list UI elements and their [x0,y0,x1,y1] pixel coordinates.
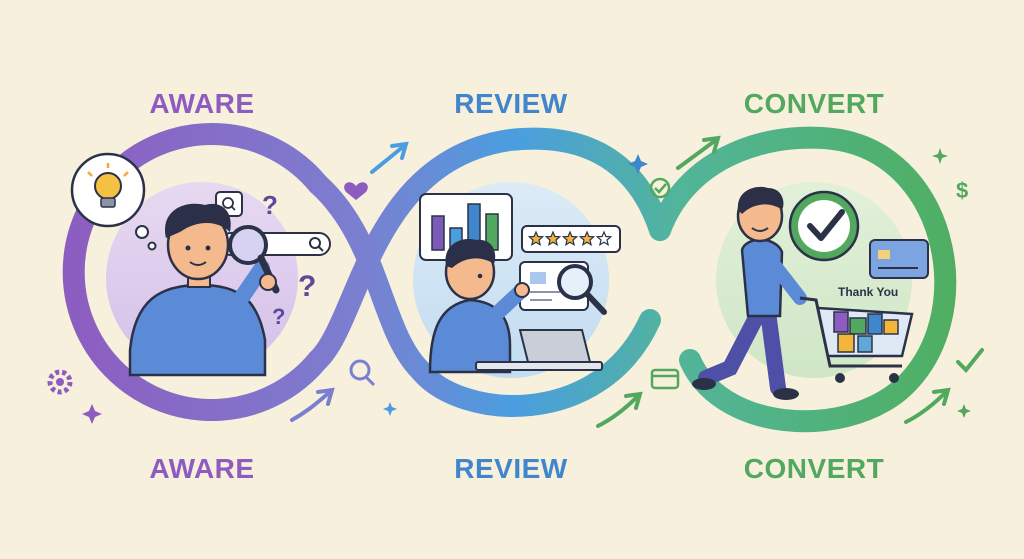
magnifier-icon [228,225,280,294]
journey-ribbon [62,123,957,433]
laptop-icon [475,329,603,371]
sparkle-icon [628,154,648,174]
convert-scene: Thank You $ [692,148,984,424]
credit-card-icon [650,368,680,390]
shopping-cart-icon [799,296,914,383]
convert-title-bottom: CONVERT [743,453,885,484]
arrow-icon [290,387,335,422]
credit-card-icon [869,239,929,279]
aware-title-bottom: AWARE [149,453,255,484]
sparkle-icon [932,148,948,164]
search-chat-icon [215,191,243,217]
check-circle-icon [788,190,860,262]
aware-to-review-curve [307,173,431,381]
aware-loop [62,123,329,421]
review-document-icon [519,261,607,315]
arrow-icon [370,141,409,174]
star-filled-icon [544,230,562,246]
review-loop-top [307,127,671,371]
aware-person [128,203,270,377]
question-mark-icon: ? [272,304,285,329]
checkmark-icon [649,177,671,199]
convert-person [692,186,807,400]
aware-title-top: AWARE [149,88,255,119]
star-filled-icon [561,230,579,246]
checkmark-icon [956,348,984,373]
star-empty-icon [595,230,613,246]
gear-icon [47,369,73,395]
arrow-icon [596,391,643,428]
review-person [428,239,530,374]
question-mark-icon: ? [262,190,278,220]
star-rating-icon [521,225,621,253]
heart-icon [344,182,368,200]
review-scene [413,182,621,378]
convert-title-top: CONVERT [743,88,885,119]
arrow-icon [676,135,721,170]
lightbulb-icon [70,152,157,251]
sparkle-icon [957,404,971,418]
thank-you-text: Thank You [838,285,898,299]
star-filled-icon [527,230,545,246]
dollar-icon: $ [956,178,968,203]
sparkle-icon [383,402,397,416]
magnifier-icon [349,359,376,387]
question-mark-icon: ? [298,270,316,303]
review-title-top: REVIEW [454,88,568,119]
review-loop-bottom [409,309,661,417]
convert-loop [649,126,957,433]
sparkle-icon [82,404,102,424]
arrow-icon [904,387,951,424]
aware-scene: ? ? ? [47,152,331,424]
review-title-bottom: REVIEW [454,453,568,484]
star-filled-icon [578,230,596,246]
